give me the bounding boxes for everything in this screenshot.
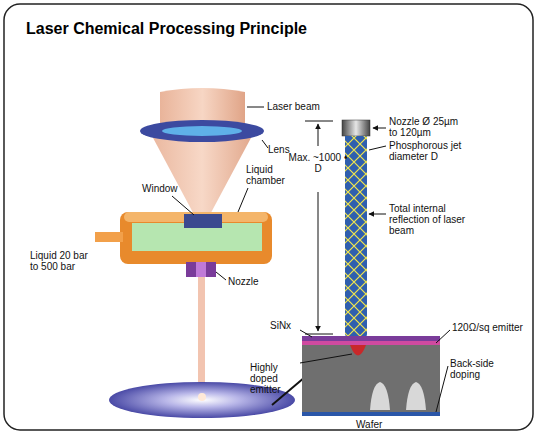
callout-label: Highly doped emitter [250,362,306,395]
callout-label: SiNx [270,320,310,331]
callout-label: Phosphorous jet diameter D [389,140,477,162]
callout-label: Laser beam [267,101,337,112]
callout-label: Nozzle Ø 25µm to 120µm [389,116,469,138]
callout-label: Wafer [356,419,396,430]
callout-label: Back-side doping [450,358,526,380]
callout-label: Max. ~1000 • D [284,152,352,174]
callout-label: Nozzle [228,276,278,287]
callout-label: 120Ω/sq emitter [452,322,528,333]
callout-label: Total internal reflection of laser beam [389,203,479,236]
callout-label: Window [142,183,192,194]
title: Laser Chemical Processing Principle [26,20,307,38]
callout-label: Liquid 20 bar to 500 bar [30,250,94,272]
callout-label: Liquid chamber [246,164,296,186]
